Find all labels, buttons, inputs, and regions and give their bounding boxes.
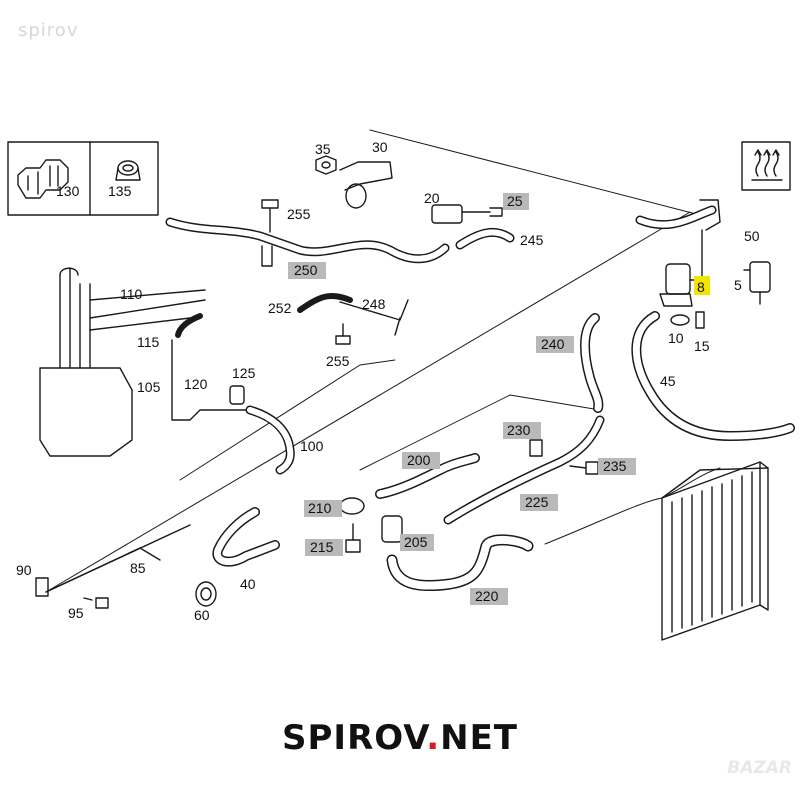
highlight-yellow-8 <box>694 276 710 295</box>
hose-252 <box>297 292 353 313</box>
legend-box <box>7 141 159 216</box>
hose-250-inner <box>167 219 448 262</box>
part-label-220: 220 <box>475 588 499 604</box>
part-label-40: 40 <box>240 576 256 592</box>
highlight-backgrounds <box>288 193 636 605</box>
part-label-240: 240 <box>541 336 565 352</box>
part-label-252: 252 <box>268 300 292 316</box>
part-label-120: 120 <box>184 376 208 392</box>
hose-240-inner <box>581 314 602 412</box>
heater-symbol-icon <box>751 149 783 181</box>
part-label-230: 230 <box>507 422 531 438</box>
part-label-20: 20 <box>424 190 440 206</box>
bracket-250 <box>261 245 273 267</box>
reference-line-center <box>359 394 601 471</box>
part-label-105: 105 <box>137 379 161 395</box>
pipe-248 <box>339 299 409 336</box>
part-label-250: 250 <box>294 262 318 278</box>
reference-line-lower <box>45 211 691 593</box>
part-label-60: 60 <box>194 607 210 623</box>
part-label-5: 5 <box>734 277 742 293</box>
reference-line-top <box>369 129 701 216</box>
grommet-125-icon <box>229 385 245 405</box>
hose-40-inner <box>213 508 279 566</box>
part-label-255-lower: 255 <box>326 353 350 369</box>
part-label-35: 35 <box>315 141 331 157</box>
part-label-210: 210 <box>308 500 332 516</box>
part-label-90: 90 <box>16 562 32 578</box>
part-label-248: 248 <box>362 296 386 312</box>
part-label-100: 100 <box>300 438 324 454</box>
part-label-15: 15 <box>694 338 710 354</box>
heater-symbol-box <box>741 141 791 191</box>
watermark-text: spirov <box>18 20 79 41</box>
pipes-110 <box>89 289 206 331</box>
part-label-115: 115 <box>137 334 160 350</box>
part-label-225: 225 <box>525 494 549 510</box>
screw-95-icon <box>83 597 109 609</box>
pipe-return <box>544 467 721 545</box>
part-label-245: 245 <box>520 232 544 248</box>
part-label-200: 200 <box>407 452 431 468</box>
part-label-205: 205 <box>404 534 428 550</box>
hose-220-inner <box>388 536 532 590</box>
hose-100-inner <box>247 407 294 473</box>
corner-watermark: BAZAR <box>727 758 792 778</box>
part-label-215: 215 <box>310 539 334 555</box>
radiator-icon <box>661 461 769 641</box>
bracket-90 <box>45 547 161 593</box>
clip-130-icon <box>17 159 69 199</box>
part-label-10: 10 <box>668 330 684 346</box>
grommet-210-icon <box>339 497 365 515</box>
legend-label-135: 135 <box>108 183 132 199</box>
part-label-110: 110 <box>120 286 143 302</box>
bracket-30-icon <box>339 161 393 209</box>
hose-45-inner <box>632 312 794 440</box>
part-label-125: 125 <box>232 365 256 381</box>
pipe-105 <box>171 339 251 421</box>
plug-10-icon <box>670 314 690 326</box>
screw-255-lower-icon <box>335 323 351 345</box>
part-label-85: 85 <box>130 560 146 576</box>
valve-5-icon <box>743 261 771 305</box>
brand-dot: . <box>426 718 441 758</box>
valve-20-icon <box>431 204 503 224</box>
part-label-8: 8 <box>697 279 705 295</box>
part-label-235: 235 <box>603 458 627 474</box>
hose-50-inner <box>637 207 715 228</box>
clamp-135-icon <box>115 160 141 181</box>
screw-255-top-icon <box>261 199 279 233</box>
brand-name: SPIROV <box>282 718 427 758</box>
reference-line-mid <box>179 359 396 481</box>
part-label-95: 95 <box>68 605 84 621</box>
elbow-50 <box>699 199 721 231</box>
legend-label-130: 130 <box>56 183 80 199</box>
part-label-30: 30 <box>372 139 388 155</box>
clip-90-icon <box>35 577 49 597</box>
screw-215-icon <box>345 523 361 553</box>
grommet-60-icon <box>195 581 217 607</box>
hose-225-inner <box>445 417 603 523</box>
thermostat-205-icon <box>381 515 403 543</box>
expansion-tank-icon <box>39 267 133 457</box>
hose-115 <box>175 313 203 338</box>
brand-logo: SPIROV.NET <box>0 718 800 758</box>
clamp-230-icon <box>529 439 543 457</box>
hose-200-inner <box>376 454 479 498</box>
part-label-45: 45 <box>660 373 676 389</box>
screw-235-icon <box>569 461 599 475</box>
nut-35-icon <box>315 155 337 175</box>
hose-245-inner <box>457 229 513 248</box>
brand-tld: NET <box>440 718 518 758</box>
part-label-255-top: 255 <box>287 206 311 222</box>
part-label-25: 25 <box>507 193 523 209</box>
part-label-50: 50 <box>744 228 760 244</box>
sensor-15-icon <box>695 311 705 329</box>
